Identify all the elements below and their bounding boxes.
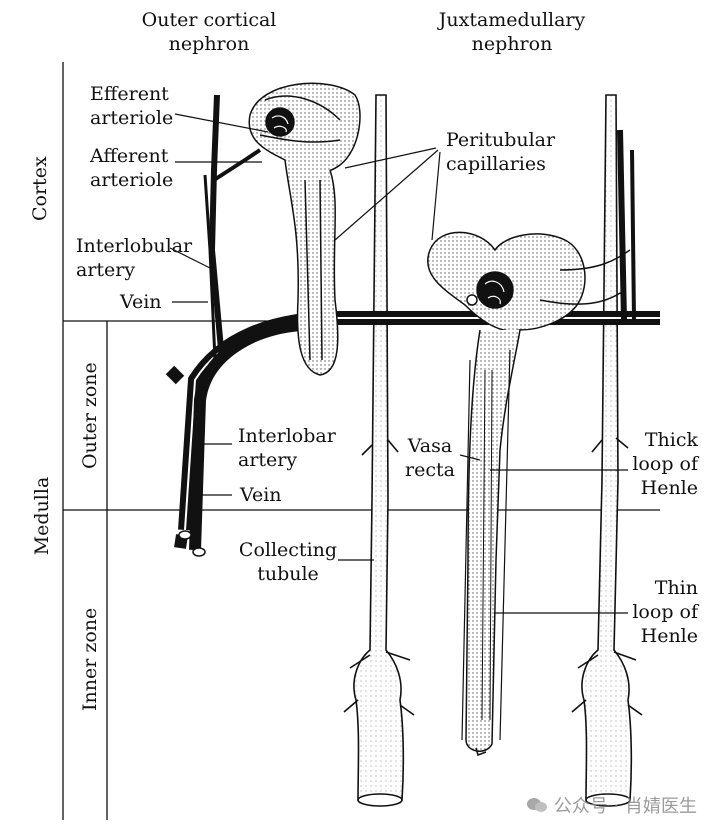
watermark-text: 公众号 · 肖婧医生	[553, 796, 697, 817]
leader-lines	[169, 113, 628, 614]
juxtamedullary-nephron	[427, 231, 631, 756]
interlobar-vein	[178, 319, 301, 557]
label-vasa-recta: Vasa recta	[405, 435, 455, 481]
wechat-icon	[526, 798, 547, 812]
leader-peritubular-3	[431, 151, 441, 241]
label-collecting-tubule: Collecting tubule	[238, 539, 338, 585]
label-vein-bottom: Vein	[240, 484, 282, 506]
label-outer-zone: Outer zone	[79, 362, 101, 469]
label-outer-cortical-nephron: Outer cortical nephron	[141, 9, 277, 55]
leader-interlobular	[169, 247, 211, 269]
label-medulla: Medulla	[31, 476, 53, 556]
leader-peritubular-1	[344, 147, 437, 169]
leader-efferent	[174, 113, 269, 133]
label-inner-zone: Inner zone	[79, 607, 101, 711]
label-peritubular-capillaries: Peritubular capillaries	[446, 129, 556, 175]
interlobular-vessels	[203, 94, 636, 361]
label-thick-loop-of-henle: Thick loop of Henle	[632, 429, 698, 499]
label-vein-top: Vein	[120, 291, 162, 313]
region-boundaries	[62, 62, 660, 820]
label-cortex: Cortex	[29, 156, 51, 221]
label-interlobar-artery: Interlobar artery	[238, 425, 336, 471]
label-thin-loop-of-henle: Thin loop of Henle	[632, 577, 698, 647]
leader-peritubular-2	[334, 149, 439, 241]
label-juxtamedullary-nephron: Juxtamedullary nephron	[438, 9, 586, 55]
collecting-tubule-right	[571, 94, 643, 807]
label-afferent-arteriole: Afferent arteriole	[90, 145, 174, 191]
collecting-tubule-left	[343, 94, 415, 807]
outer-cortical-nephron	[248, 82, 361, 376]
label-interlobular-artery: Interlobular artery	[76, 235, 193, 281]
leader-vasa-recta	[459, 454, 481, 461]
watermark: 公众号 · 肖婧医生	[526, 792, 697, 818]
label-efferent-arteriole: Efferent arteriole	[90, 83, 174, 129]
